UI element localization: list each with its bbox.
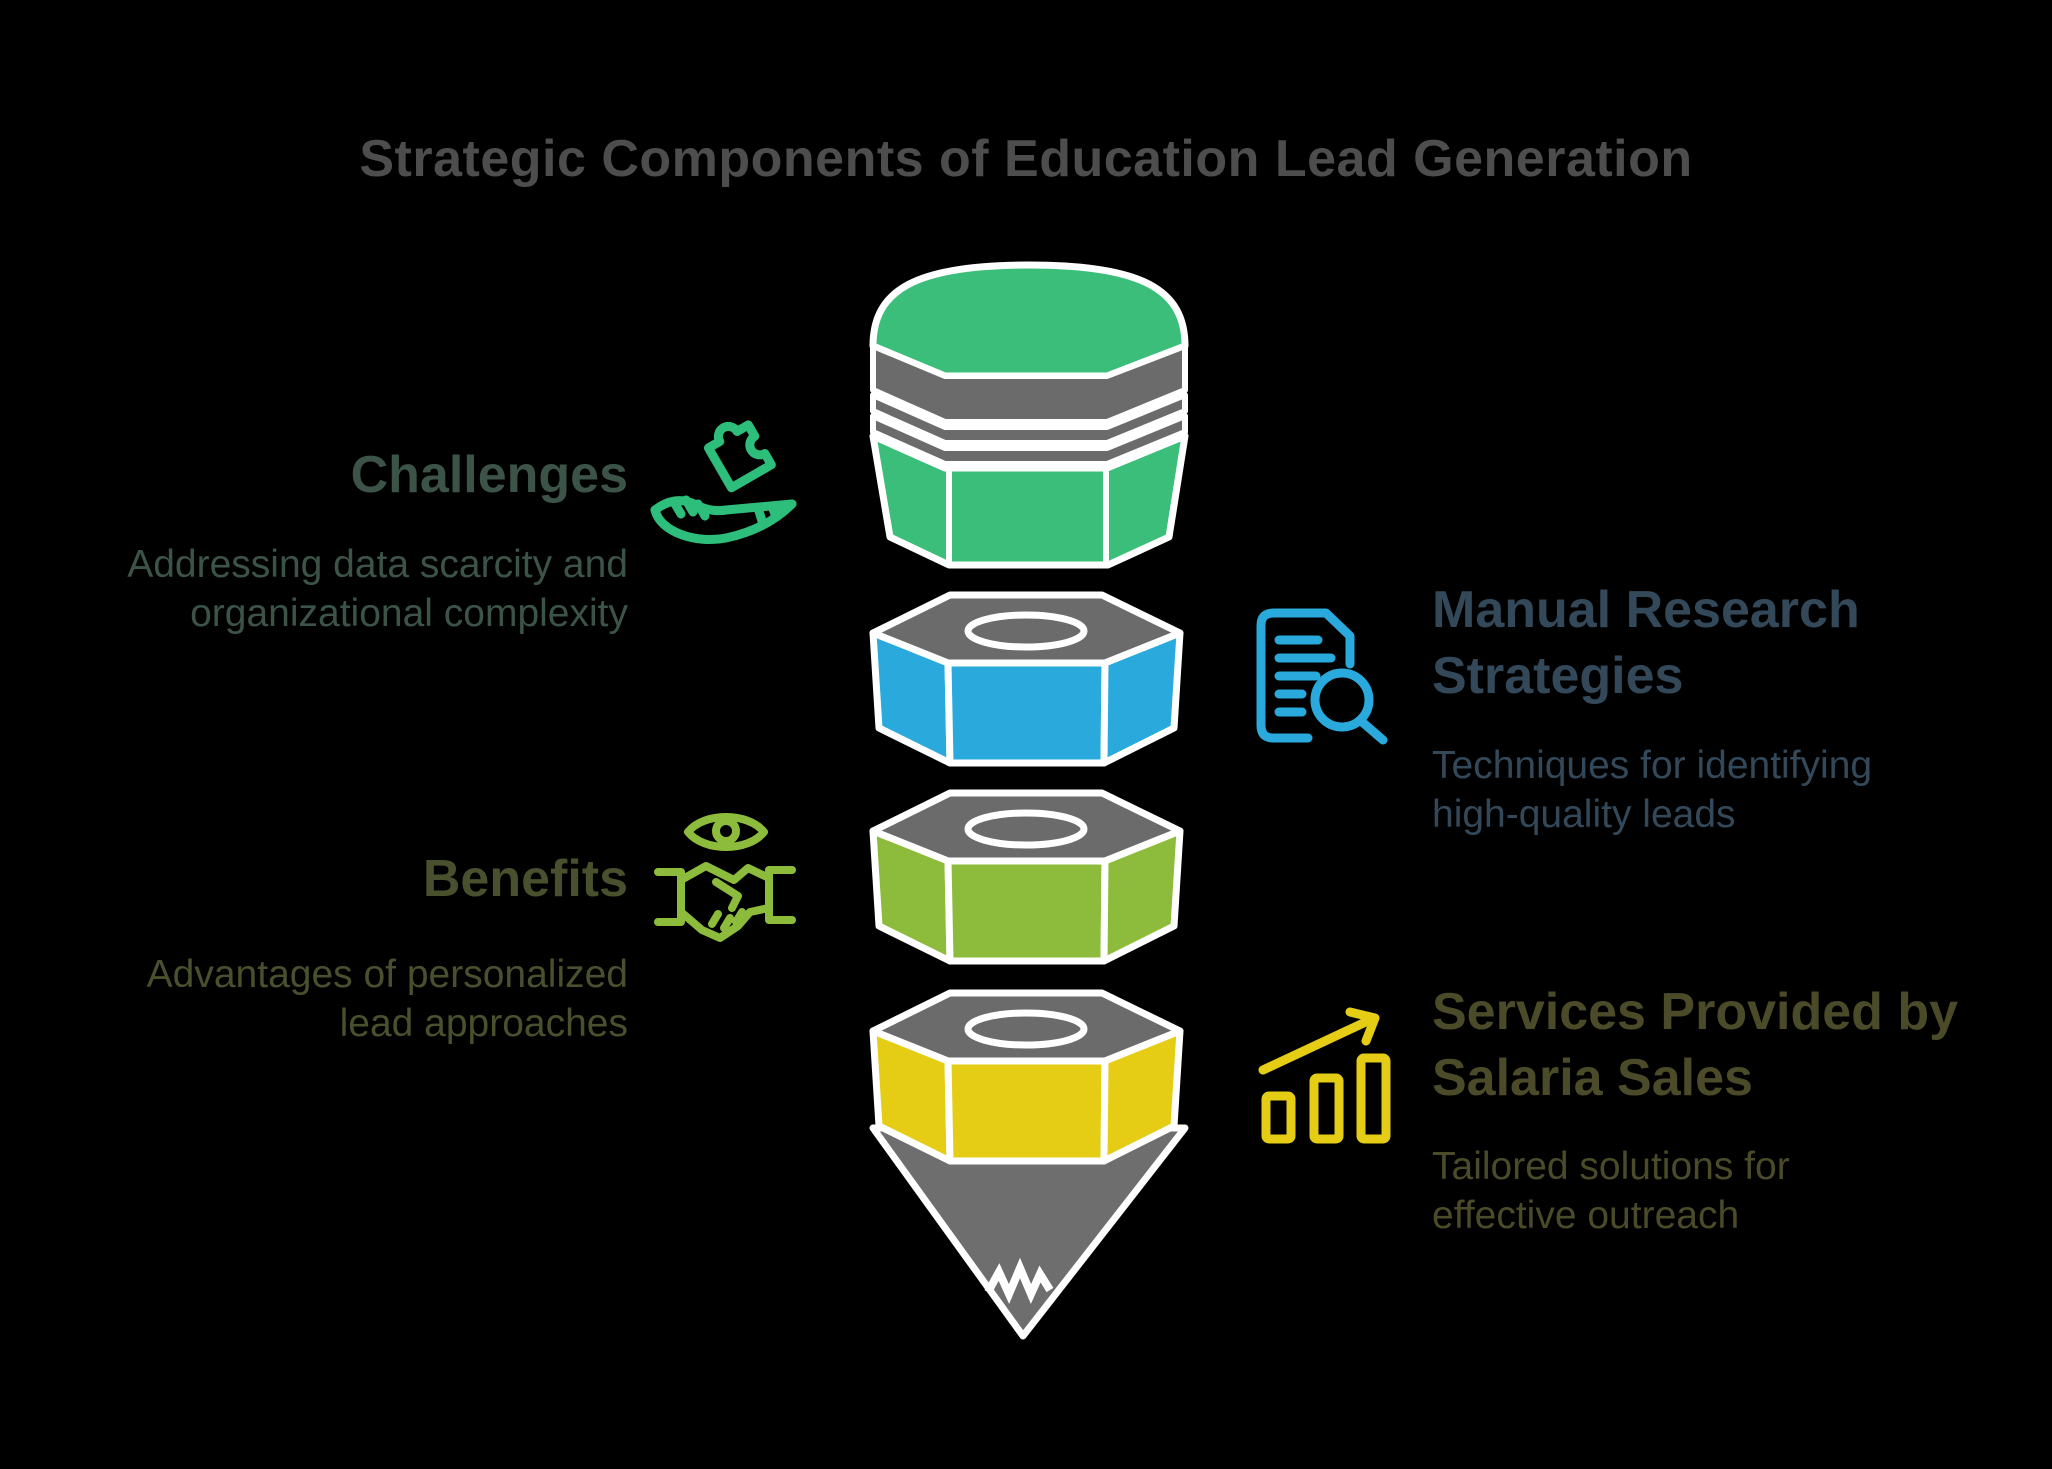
- manual-research-description: Techniques for identifying high-quality …: [1432, 744, 1873, 836]
- manual-research-heading: Manual Research Strategies: [1432, 581, 1860, 705]
- services-description: Tailored solutions for effective outreac…: [1432, 1145, 1790, 1237]
- eraser-segment: [869, 261, 1189, 569]
- document-magnifier-icon: [1256, 608, 1388, 745]
- page-title: Strategic Components of Education Lead G…: [359, 130, 1693, 188]
- nut-lime-segment: [869, 789, 1184, 965]
- bar-chart-arrow-icon: [1258, 1007, 1391, 1144]
- ferrule-band: [870, 413, 1188, 467]
- benefits-description: Advantages of personalized lead approach…: [146, 953, 628, 1045]
- nut-yellow-segment: [869, 989, 1184, 1165]
- challenges-description: Addressing data scarcity and organizatio…: [127, 543, 628, 635]
- services-heading: Services Provided by Salaria Sales: [1432, 983, 1959, 1107]
- ferrule-band: [870, 392, 1188, 446]
- pencil-diagram: [869, 261, 1189, 1340]
- eye-handshake-icon: [654, 813, 796, 942]
- ferrule-band: [870, 343, 1188, 425]
- benefits-heading: Benefits: [422, 850, 628, 908]
- nut-blue-segment: [869, 591, 1184, 767]
- hand-puzzle-icon: [650, 420, 797, 545]
- pencil-lead-zigzag: [984, 1257, 1054, 1304]
- challenges-heading: Challenges: [350, 446, 628, 504]
